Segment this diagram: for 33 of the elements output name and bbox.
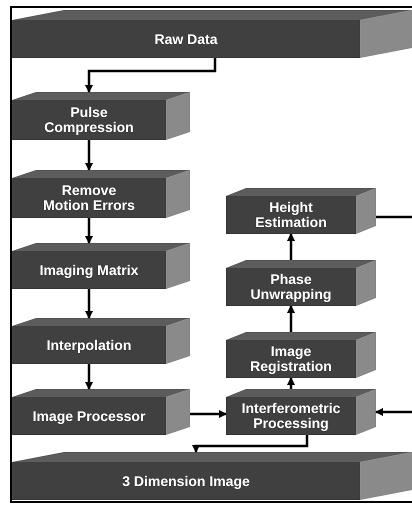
block-label: Raw Data — [154, 32, 218, 46]
process-block — [226, 389, 376, 435]
arrow — [85, 364, 93, 390]
block-label: Phase Unwrapping — [250, 272, 332, 302]
arrow — [287, 233, 295, 260]
block-label: Height Estimation — [254, 200, 328, 230]
process-block — [12, 170, 190, 218]
block-label: Interferometric Processing — [240, 401, 342, 431]
block-label: Interpolation — [46, 338, 132, 352]
block-label: Remove Motion Errors — [42, 183, 136, 213]
process-block — [226, 188, 376, 234]
block-label: 3 Dimension Image — [122, 474, 250, 488]
process-block — [12, 92, 190, 140]
arrow — [192, 435, 308, 453]
process-block — [12, 389, 190, 435]
arrow — [85, 289, 93, 319]
arrow — [375, 408, 412, 416]
arrow — [190, 410, 227, 418]
process-block — [226, 260, 376, 306]
process-block — [12, 318, 190, 364]
arrow — [85, 140, 93, 171]
block-label: Pulse Compression — [43, 105, 135, 135]
process-block — [226, 332, 376, 378]
process-block — [12, 452, 412, 500]
arrow — [287, 377, 295, 389]
process-block — [12, 10, 412, 58]
block-label: Image Registration — [249, 344, 333, 374]
arrow — [85, 58, 216, 93]
block-label: Imaging Matrix — [40, 262, 138, 278]
arrow — [85, 218, 93, 244]
block-label: Image Processor — [32, 408, 146, 424]
arrow — [287, 305, 295, 332]
process-block — [12, 243, 190, 289]
